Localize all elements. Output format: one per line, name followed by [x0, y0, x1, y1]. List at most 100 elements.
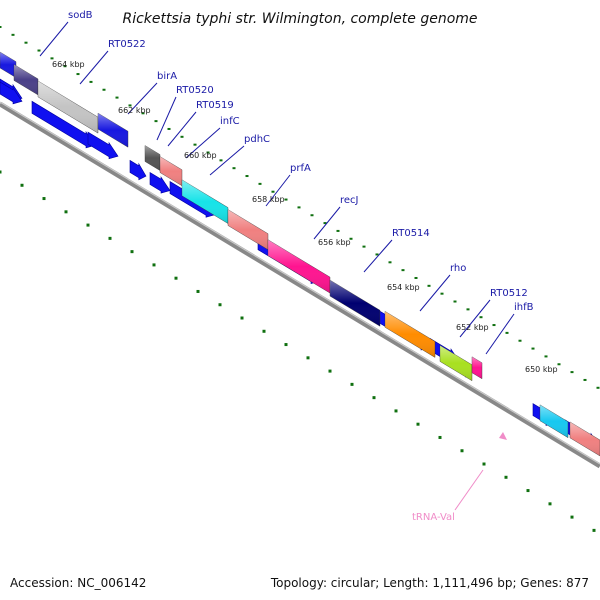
gc-tick [76, 73, 80, 76]
gc-tick [460, 449, 464, 453]
gc-tick [42, 197, 46, 201]
gc-tick [570, 371, 574, 374]
kbp-tick-label: 650 kbp [525, 365, 558, 374]
gene-box [539, 404, 569, 439]
gc-tick [240, 316, 244, 320]
gene-label: birA [157, 71, 177, 82]
gc-tick [24, 41, 28, 44]
gc-tick [466, 308, 470, 311]
gc-tick [154, 120, 158, 123]
gene-leader [265, 174, 291, 207]
gc-tick [271, 190, 275, 193]
gc-skew-track [0, 26, 600, 532]
gene-leader [313, 206, 341, 240]
cds-arrow [87, 131, 119, 160]
gene-label: RT0519 [196, 100, 234, 111]
gene-leader [79, 50, 109, 85]
gene-leader [209, 145, 245, 176]
gene-box [13, 64, 39, 96]
trna-label: tRNA-Val [412, 512, 455, 523]
gc-tick [219, 159, 223, 162]
gene-leader [419, 274, 451, 312]
gc-tick [531, 347, 535, 350]
map-title: Rickettsia typhi str. Wilmington, comple… [122, 11, 477, 27]
gc-tick [592, 528, 596, 532]
gene-box [384, 310, 436, 358]
gene-leader [185, 127, 221, 159]
gc-tick [141, 112, 145, 115]
gc-tick [570, 515, 574, 519]
cds-arrow [31, 100, 96, 149]
gc-tick [414, 276, 418, 279]
gc-tick [152, 263, 156, 267]
gc-tick [482, 462, 486, 466]
label-layer: sodBRT0522birART0520RT0519infCpdhCprfAre… [39, 10, 558, 523]
gene-box [471, 356, 483, 380]
gc-tick [245, 175, 249, 178]
gc-tick [180, 135, 184, 138]
gene-leader [485, 313, 515, 355]
gc-tick [232, 167, 236, 170]
gc-tick [362, 245, 366, 248]
gc-tick [492, 324, 496, 327]
gc-tick [440, 292, 444, 295]
gc-tick [284, 343, 288, 347]
gc-tick [262, 329, 266, 333]
gene-label: recJ [340, 195, 359, 206]
gc-tick [548, 502, 552, 506]
genome-stats-text: Topology: circular; Length: 1,111,496 bp… [270, 576, 589, 590]
gc-tick [128, 104, 132, 107]
gc-tick [416, 422, 420, 426]
gc-tick [372, 396, 376, 400]
accession-text: Accession: NC_006142 [10, 576, 147, 590]
cds-arrow [129, 159, 147, 181]
kbp-tick-label: 658 kbp [252, 195, 285, 204]
gc-tick [297, 206, 301, 209]
trna-leader [454, 469, 484, 511]
gene-label: ihfB [514, 302, 534, 313]
gc-tick [174, 276, 178, 280]
gene-leader [127, 82, 158, 115]
gene-leader [167, 111, 197, 147]
gc-tick [167, 127, 171, 130]
kbp-tick-label: 654 kbp [387, 283, 420, 292]
gc-tick [375, 253, 379, 256]
gc-tick [438, 435, 442, 439]
kbp-tick-label: 660 kbp [184, 151, 217, 160]
gene-leader [459, 299, 491, 338]
gc-tick [328, 369, 332, 373]
gc-tick [20, 183, 24, 187]
gc-tick [583, 378, 587, 381]
gene-box [0, 51, 17, 79]
cds-arrow [149, 171, 171, 194]
gene-box [144, 145, 161, 171]
gc-tick [196, 289, 200, 293]
gc-tick [206, 151, 210, 154]
gene-box [329, 279, 381, 327]
gene-label: RT0514 [392, 228, 430, 239]
gene-label: pdhC [244, 134, 270, 145]
gc-tick [130, 250, 134, 254]
feature-track [0, 51, 600, 457]
gc-tick [102, 88, 106, 91]
gc-tick [284, 198, 288, 201]
gc-tick [453, 300, 457, 303]
gc-tick [323, 222, 327, 225]
gene-box [97, 112, 129, 148]
gc-tick [310, 214, 314, 217]
gc-tick [11, 33, 15, 36]
gc-tick [336, 229, 340, 232]
gene-label: prfA [290, 163, 311, 174]
gc-tick [479, 316, 483, 319]
gc-tick [349, 237, 353, 240]
trna-marker [499, 432, 507, 440]
gc-tick [108, 236, 112, 240]
gc-tick [401, 269, 405, 272]
gc-tick [37, 49, 41, 52]
gc-tick [0, 170, 2, 174]
gc-tick [193, 143, 197, 146]
gc-tick [427, 284, 431, 287]
gene-box [37, 80, 99, 134]
gene-label: RT0512 [490, 288, 528, 299]
gene-label: RT0520 [176, 85, 214, 96]
